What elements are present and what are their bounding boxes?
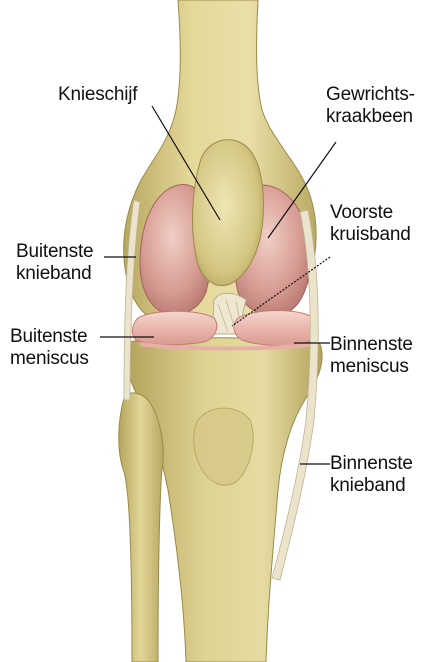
label-line: Knieschijf	[58, 84, 137, 106]
label-buitenste-meniscus: Buitenste meniscus	[10, 326, 89, 370]
label-gewrichtskraakbeen: Gewrichts- kraakbeen	[326, 84, 415, 128]
label-binnenste-knieband: Binnenste knieband	[330, 453, 413, 497]
label-line: Binnenste	[330, 334, 413, 356]
label-binnenste-meniscus: Binnenste meniscus	[330, 334, 413, 378]
label-line: meniscus	[330, 356, 413, 378]
meniscus-outer	[132, 311, 216, 345]
label-line: kraakbeen	[326, 106, 415, 128]
label-line: Binnenste	[330, 453, 413, 475]
label-line: Buitenste	[10, 326, 89, 348]
label-buitenste-knieband: Buitenste knieband	[16, 241, 93, 285]
label-voorste-kruisband: Voorste kruisband	[330, 202, 411, 246]
label-line: Buitenste	[16, 241, 93, 263]
label-knieschijf: Knieschijf	[58, 84, 137, 106]
label-line: knieband	[16, 263, 93, 285]
label-line: Voorste	[330, 202, 411, 224]
label-line: Gewrichts-	[326, 84, 415, 106]
fibula-bone	[119, 393, 164, 662]
label-line: meniscus	[10, 348, 89, 370]
label-line: kruisband	[330, 224, 411, 246]
label-line: knieband	[330, 475, 413, 497]
